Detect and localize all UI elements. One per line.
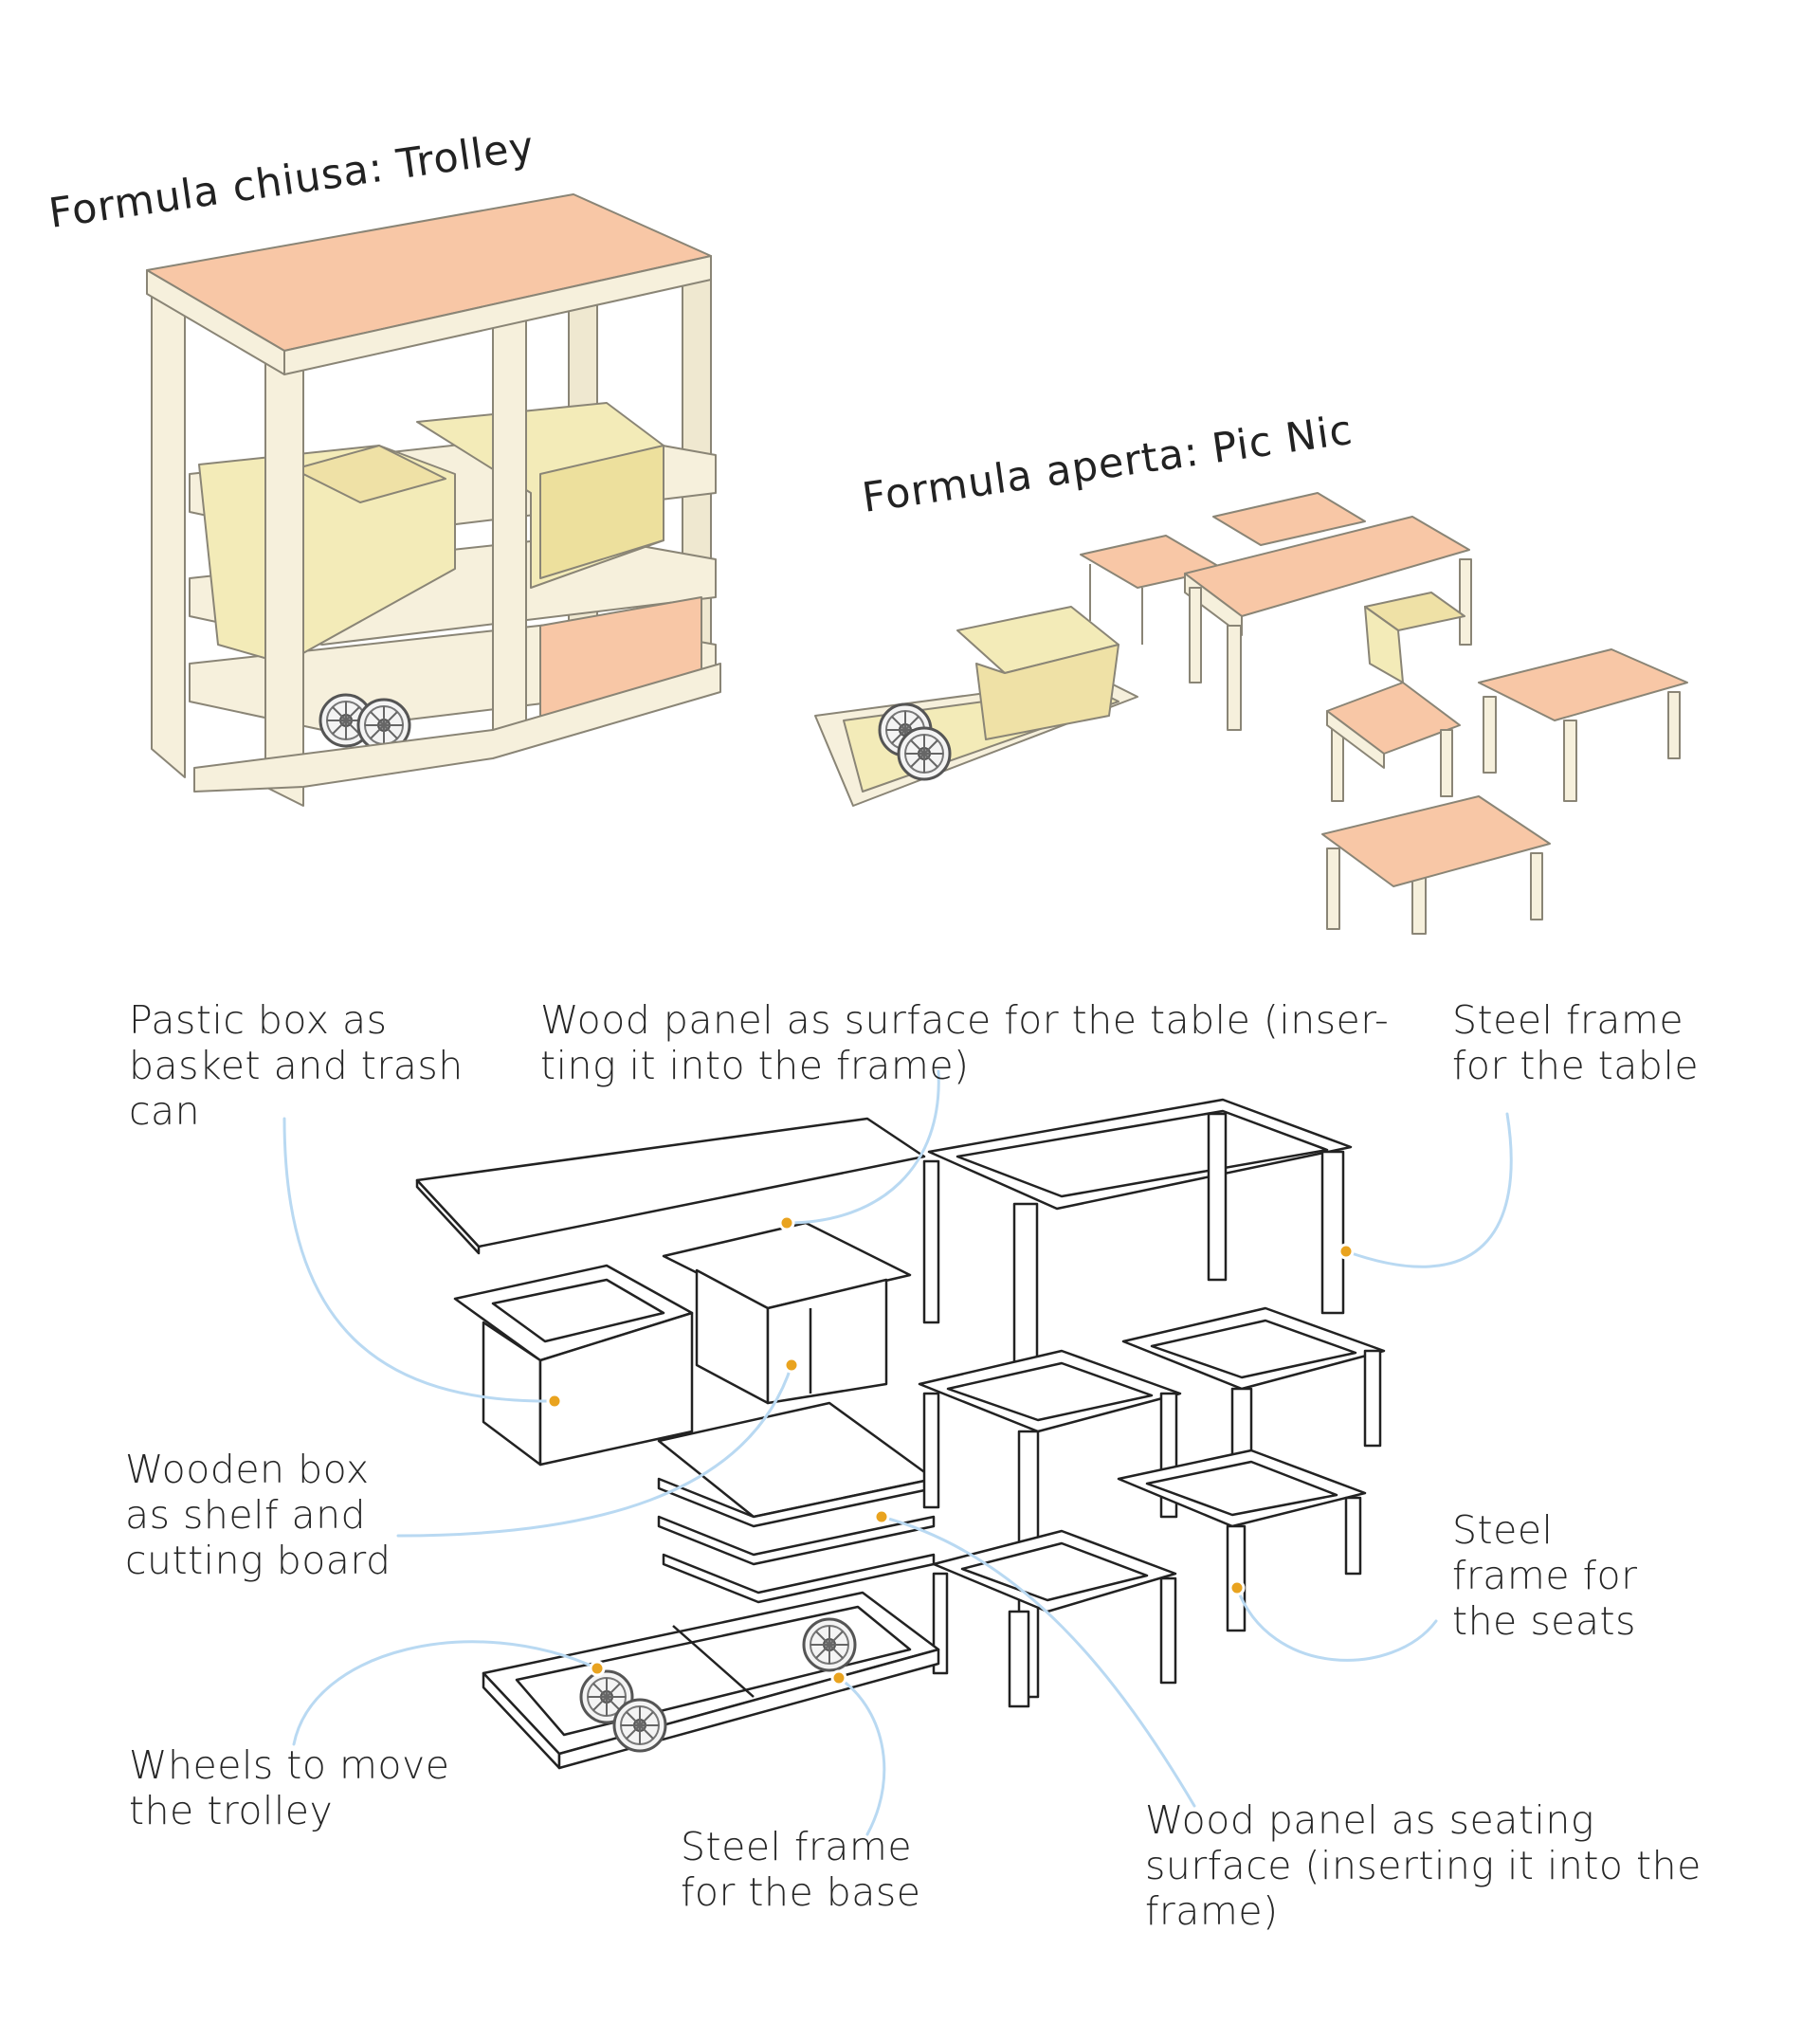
seat-wood-panels — [657, 1401, 936, 1604]
label-table-frame: Steel frame for the table — [1452, 997, 1700, 1088]
label-seat-panel: Wood panel as seating surface (inserting… — [1145, 1797, 1702, 1934]
label-wheels: Wheels to move the trolley — [129, 1742, 450, 1833]
label-table-panel: Wood panel as surface for the table (ins… — [540, 997, 1390, 1088]
wooden-box — [662, 1221, 912, 1405]
open-picnic-illustration — [814, 492, 1688, 935]
label-wooden-box: Wooden box as shelf and cutting board — [125, 1447, 391, 1583]
label-plastic-box: Pastic box as basket and trash can — [129, 997, 464, 1134]
label-base-frame: Steel frame for the base — [681, 1824, 921, 1915]
table-wood-panel — [415, 1117, 926, 1248]
leader-lines — [282, 1069, 1513, 1836]
seat-steel-frames — [918, 1306, 1386, 1708]
base-steel-frame — [482, 1591, 940, 1770]
closed-trolley-illustration — [146, 193, 721, 807]
marker-dots — [546, 1214, 1355, 1686]
label-seat-frame: Steel frame for the seats — [1452, 1507, 1638, 1644]
exploded-view-illustration — [415, 1098, 1386, 1770]
plastic-box — [453, 1264, 694, 1467]
